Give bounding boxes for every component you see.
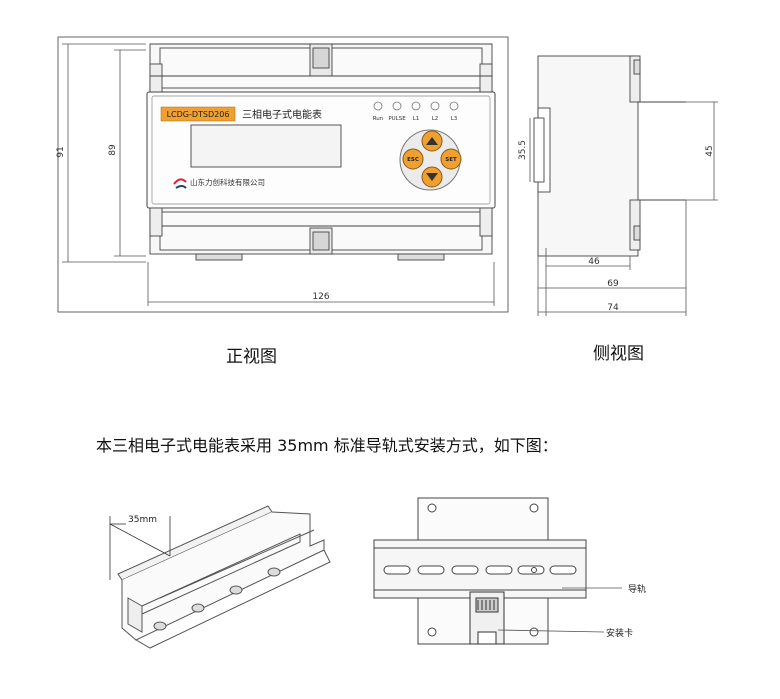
company-logo [173,178,187,189]
set-button[interactable] [440,148,462,170]
installation-intro-text: 本三相电子式电能表采用 35mm 标准导轨式安装方式，如下图： [96,436,558,455]
led-l1-icon [411,101,421,111]
model-label-badge [160,106,236,122]
height-label-89: 89 [108,144,118,156]
height-label-91: 91 [56,146,66,157]
led-label: L1 [413,116,420,122]
led-label: L2 [432,116,439,122]
esc-button-label: ESC [407,157,419,163]
led-run-icon [373,101,383,111]
product-title: 三相电子式电能表 [242,108,322,121]
led-l3-icon [449,101,459,111]
width-dimension-126 [147,262,495,306]
led-label: L3 [451,116,458,122]
control-buttons: ESC SET [399,129,462,191]
meter-top-housing [149,43,493,93]
esc-button[interactable] [402,148,424,170]
led-indicators: Run PULSE L1 L2 L3 [373,101,459,122]
set-button-label: SET [445,157,457,163]
lcd-display [190,124,342,168]
up-arrow-icon [426,137,438,145]
led-l2-icon [430,101,440,111]
led-label: Run [373,116,384,122]
down-arrow-icon [426,173,438,181]
model-label: LCDG-DTSD206 [167,110,230,119]
company-name: 山东力创科技有限公司 [190,177,265,187]
front-view-caption: 正视图 [226,347,277,367]
height-dimension-91 [62,43,146,263]
front-view-frame [57,36,509,313]
side-view-caption: 侧视图 [593,344,644,364]
led-label: PULSE [388,116,406,122]
height-dimension-89 [114,49,146,257]
width-label-126: 126 [312,292,329,302]
meter-bottom-housing [149,207,493,261]
led-pulse-icon [392,101,402,111]
